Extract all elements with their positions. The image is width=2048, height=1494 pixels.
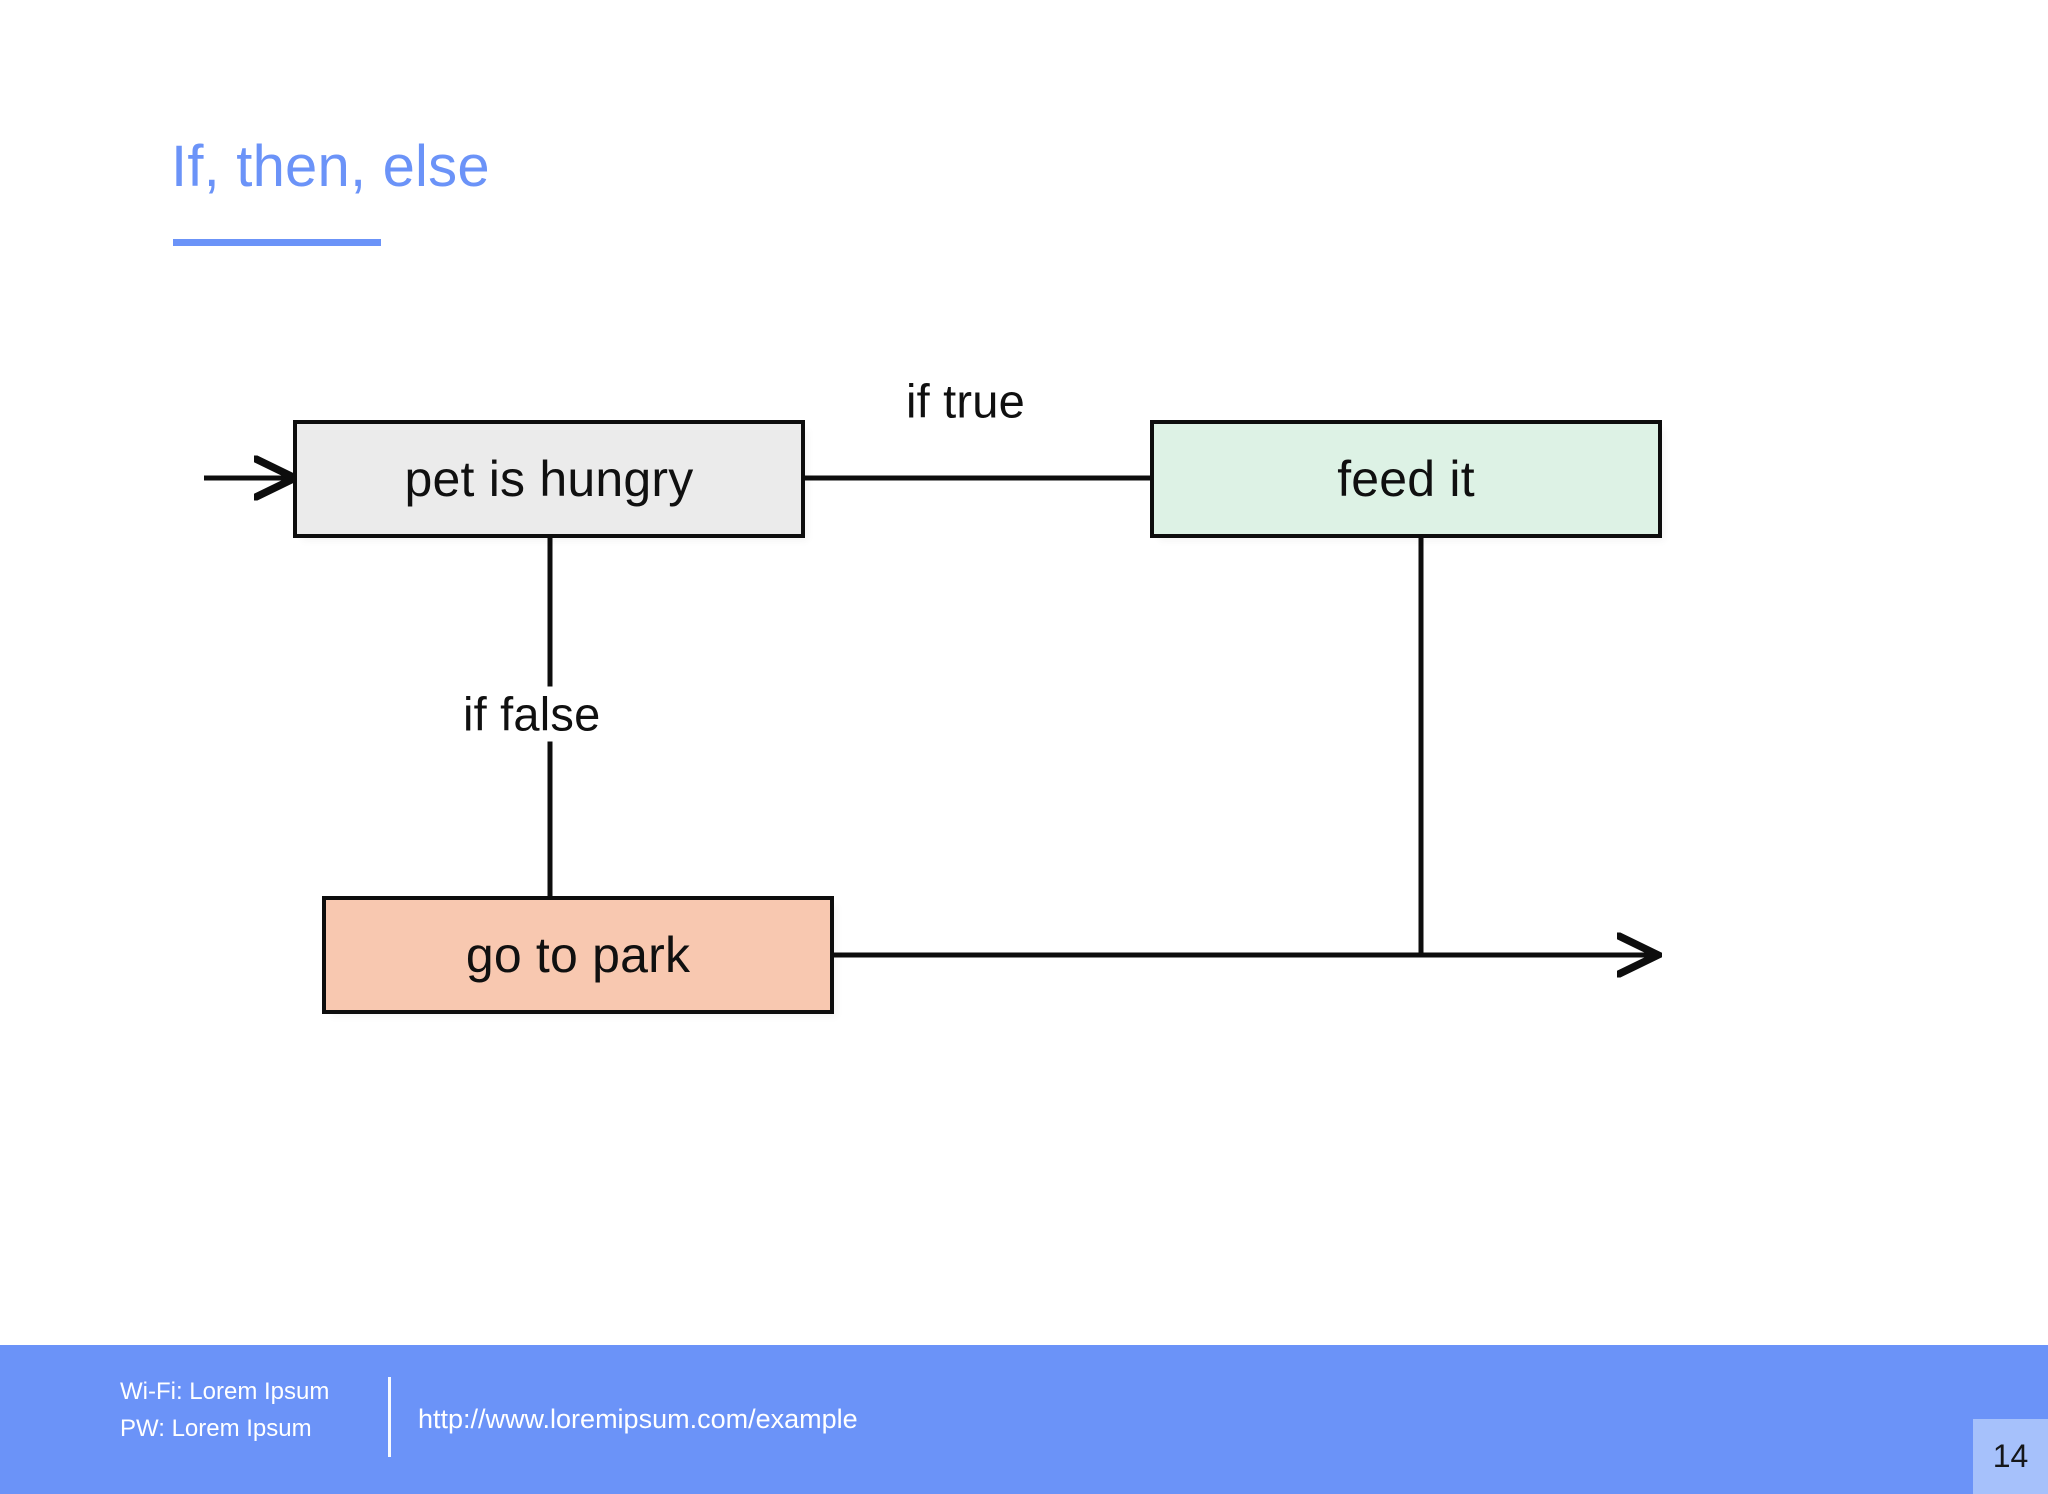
- page-title: If, then, else: [171, 134, 490, 199]
- edge-label-if-true: if true: [898, 373, 1033, 429]
- footer-url-link[interactable]: http://www.loremipsum.com/example: [418, 1404, 858, 1434]
- flow-node-else-label: go to park: [465, 927, 691, 983]
- edge-label-if-false: if false: [455, 686, 609, 742]
- footer-divider: [388, 1377, 391, 1457]
- footer-wifi-block: Wi-Fi: Lorem Ipsum PW: Lorem Ipsum: [120, 1373, 329, 1447]
- connector-svg: [204, 0, 2048, 1345]
- title-underline-rule: [173, 239, 381, 246]
- flow-node-then-label: feed it: [1337, 451, 1475, 507]
- footer-wifi-password: PW: Lorem Ipsum: [120, 1415, 312, 1443]
- flow-node-else[interactable]: go to park: [322, 896, 834, 1014]
- footer-wifi-name: Wi-Fi: Lorem Ipsum: [120, 1378, 330, 1405]
- flowchart-connectors: [204, 0, 2048, 1345]
- flow-node-condition-label: pet is hungry: [404, 451, 694, 507]
- flow-node-then[interactable]: feed it: [1150, 420, 1662, 538]
- page-number-badge: 14: [1973, 1419, 2048, 1494]
- flow-node-condition[interactable]: pet is hungry: [293, 420, 805, 538]
- footer-bar: Wi-Fi: Lorem Ipsum PW: Lorem Ipsum http:…: [0, 1345, 2048, 1494]
